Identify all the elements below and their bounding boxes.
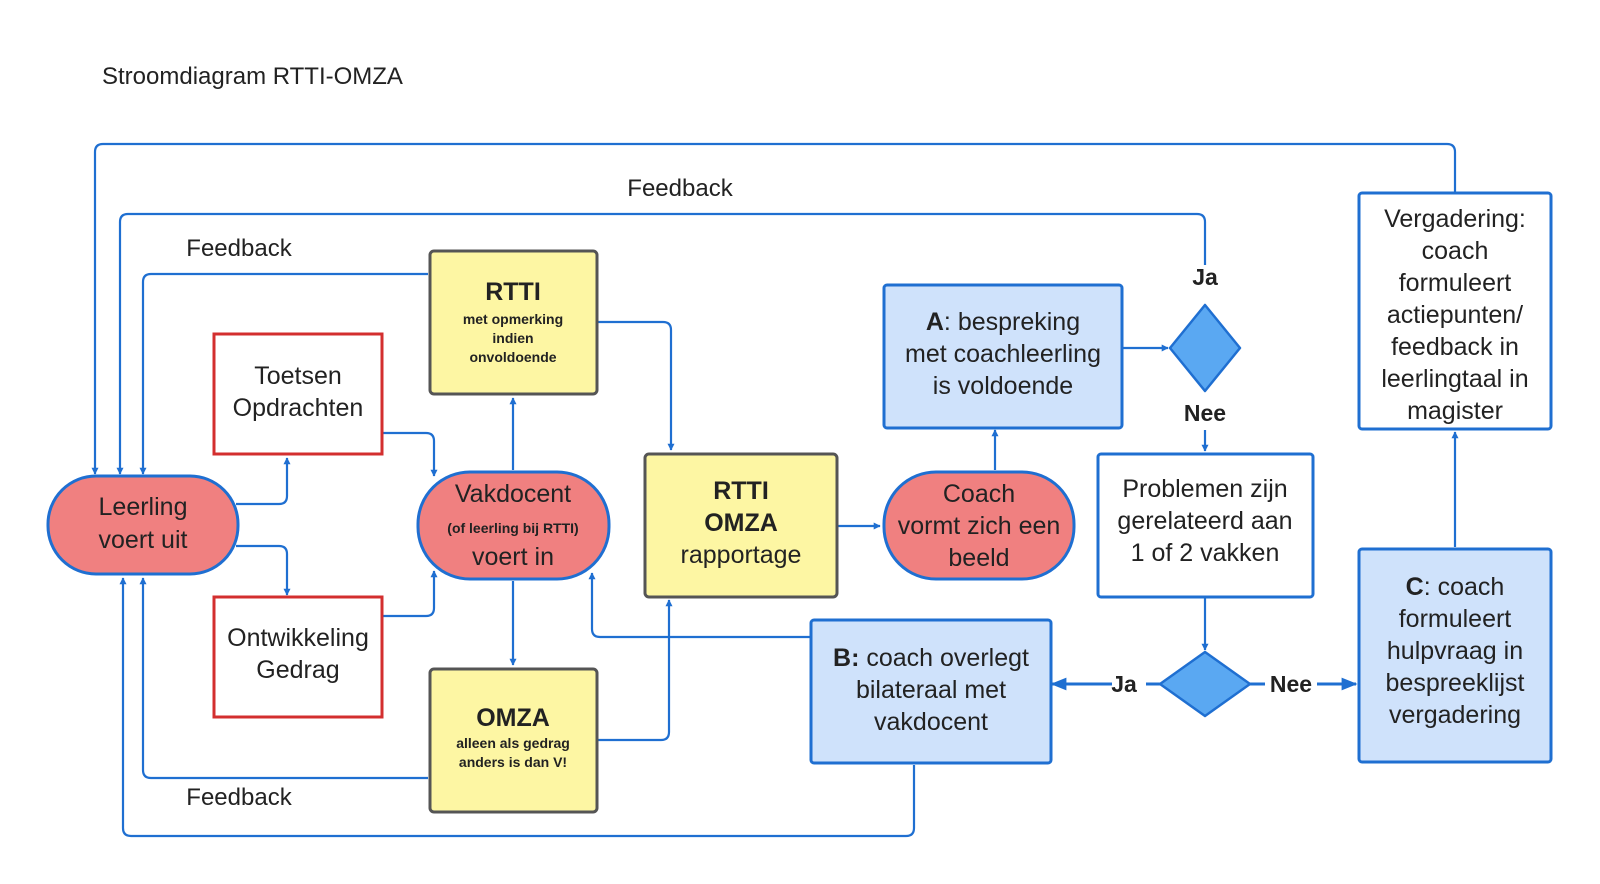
edge-omza-rapportage bbox=[597, 599, 673, 742]
edge-rtti-feedback bbox=[139, 272, 428, 475]
omza-title: OMZA bbox=[476, 704, 550, 732]
a-node[interactable]: A: bespreking met coachleerling is voldo… bbox=[882, 283, 1124, 430]
vakdocent-line-1: Vakdocent bbox=[455, 480, 571, 508]
a-line-1-rest: : bespreking bbox=[944, 308, 1080, 336]
c-line-4: bespreeklijst bbox=[1386, 669, 1525, 697]
edge-vergadering-feedback bbox=[91, 142, 1457, 475]
leerling-line-1: Leerling bbox=[99, 493, 188, 521]
c-line-1: C: coach bbox=[1406, 573, 1505, 601]
leerling-line-2: voert uit bbox=[99, 526, 188, 554]
edge-omza-feedback bbox=[139, 577, 428, 780]
omza-sub-2: anders is dan V! bbox=[459, 754, 567, 770]
a-line-3: is voldoende bbox=[933, 372, 1073, 400]
edge-rtti-rapportage bbox=[597, 320, 675, 451]
b-line-3: vakdocent bbox=[874, 708, 988, 736]
coach-line-1: Coach bbox=[943, 480, 1015, 508]
feedback-label-left: Feedback bbox=[186, 235, 292, 262]
diagram-title: Stroomdiagram RTTI-OMZA bbox=[102, 63, 403, 90]
rtti-node[interactable]: RTTI met opmerking indien onvoldoende bbox=[428, 249, 599, 396]
ontwikkeling-line-2: Gedrag bbox=[256, 656, 339, 684]
coach-line-2: vormt zich een bbox=[898, 512, 1061, 540]
a-line-1: A: bespreking bbox=[926, 308, 1080, 336]
edge-b-feedback bbox=[119, 577, 916, 838]
toetsen-line-1: Toetsen bbox=[254, 362, 342, 390]
vergadering-line-4: actiepunten/ bbox=[1387, 301, 1523, 329]
c-line-3: hulpvraag in bbox=[1387, 637, 1523, 665]
a-bold: A bbox=[926, 308, 944, 336]
c-bold: C bbox=[1406, 573, 1424, 601]
nee-label-bottom: Nee bbox=[1270, 671, 1312, 697]
b-line-1: B: coach overlegt bbox=[833, 644, 1029, 672]
decision-diamond-bottom[interactable] bbox=[1158, 650, 1252, 718]
vakdocent-line-2: (of leerling bij RTTI) bbox=[447, 520, 578, 536]
rapportage-line-3: rapportage bbox=[681, 541, 802, 569]
vergadering-node[interactable]: Vergadering: coach formuleert actiepunte… bbox=[1357, 191, 1553, 431]
b-line-1-rest: coach overlegt bbox=[859, 644, 1029, 672]
edge-b-vakdocent bbox=[588, 572, 811, 639]
edge-toetsen-vakdocent bbox=[382, 431, 438, 477]
problemen-line-3: 1 of 2 vakken bbox=[1131, 539, 1280, 567]
rtti-sub-1: met opmerking bbox=[463, 311, 563, 327]
rtti-title: RTTI bbox=[485, 278, 541, 306]
edge-ontwikkeling-vakdocent bbox=[382, 570, 438, 618]
vergadering-line-3: formuleert bbox=[1399, 269, 1512, 297]
vakdocent-node[interactable]: Vakdocent (of leerling bij RTTI) voert i… bbox=[416, 470, 611, 581]
c-line-5: vergadering bbox=[1389, 701, 1521, 729]
toetsen-line-2: Opdrachten bbox=[233, 394, 364, 422]
vergadering-line-6: leerlingtaal in bbox=[1381, 365, 1528, 393]
rtti-sub-3: onvoldoende bbox=[469, 349, 556, 365]
c-line-2: formuleert bbox=[1399, 605, 1512, 633]
omza-sub-1: alleen als gedrag bbox=[456, 735, 570, 751]
b-bold: B: bbox=[833, 644, 859, 672]
coach-node[interactable]: Coach vormt zich een beeld bbox=[882, 470, 1076, 581]
feedback-label-top: Feedback bbox=[627, 175, 733, 202]
omza-node[interactable]: OMZA alleen als gedrag anders is dan V! bbox=[428, 667, 599, 814]
vergadering-line-1: Vergadering: bbox=[1384, 205, 1526, 233]
ontwikkeling-node[interactable]: Ontwikkeling Gedrag bbox=[212, 595, 384, 719]
ontwikkeling-line-1: Ontwikkeling bbox=[227, 624, 369, 652]
feedback-label-bottom: Feedback bbox=[186, 784, 292, 811]
edge-ja-feedback bbox=[116, 212, 1207, 475]
vergadering-line-7: magister bbox=[1407, 397, 1503, 425]
coach-line-3: beeld bbox=[948, 544, 1009, 572]
ja-label-bottom: Ja bbox=[1111, 671, 1137, 697]
problemen-node[interactable]: Problemen zijn gerelateerd aan 1 of 2 va… bbox=[1096, 452, 1315, 599]
edges bbox=[91, 142, 1459, 838]
c-node[interactable]: C: coach formuleert hulpvraag in bespree… bbox=[1357, 547, 1553, 764]
vakdocent-line-3: voert in bbox=[472, 543, 554, 571]
vergadering-line-2: coach bbox=[1422, 237, 1489, 265]
c-line-1-rest: : coach bbox=[1424, 573, 1505, 601]
rapportage-line-1: RTTI bbox=[713, 477, 769, 505]
b-line-2: bilateraal met bbox=[856, 676, 1006, 704]
nee-label-top: Nee bbox=[1184, 400, 1226, 426]
toetsen-node[interactable]: Toetsen Opdrachten bbox=[212, 332, 384, 456]
rapportage-node[interactable]: RTTI OMZA rapportage bbox=[643, 452, 839, 599]
rtti-sub-2: indien bbox=[492, 330, 533, 346]
vergadering-line-5: feedback in bbox=[1391, 333, 1519, 361]
a-line-2: met coachleerling bbox=[905, 340, 1101, 368]
problemen-line-1: Problemen zijn bbox=[1122, 475, 1287, 503]
ja-label-top: Ja bbox=[1192, 264, 1218, 290]
b-node[interactable]: B: coach overlegt bilateraal met vakdoce… bbox=[809, 618, 1053, 765]
edge-leerling-ontwikkeling bbox=[236, 544, 291, 596]
decision-diamond-top[interactable] bbox=[1168, 303, 1242, 393]
problemen-line-2: gerelateerd aan bbox=[1117, 507, 1292, 535]
leerling-node[interactable]: Leerling voert uit bbox=[46, 474, 240, 576]
edge-leerling-toetsen bbox=[236, 457, 291, 506]
rapportage-line-2: OMZA bbox=[704, 509, 778, 537]
